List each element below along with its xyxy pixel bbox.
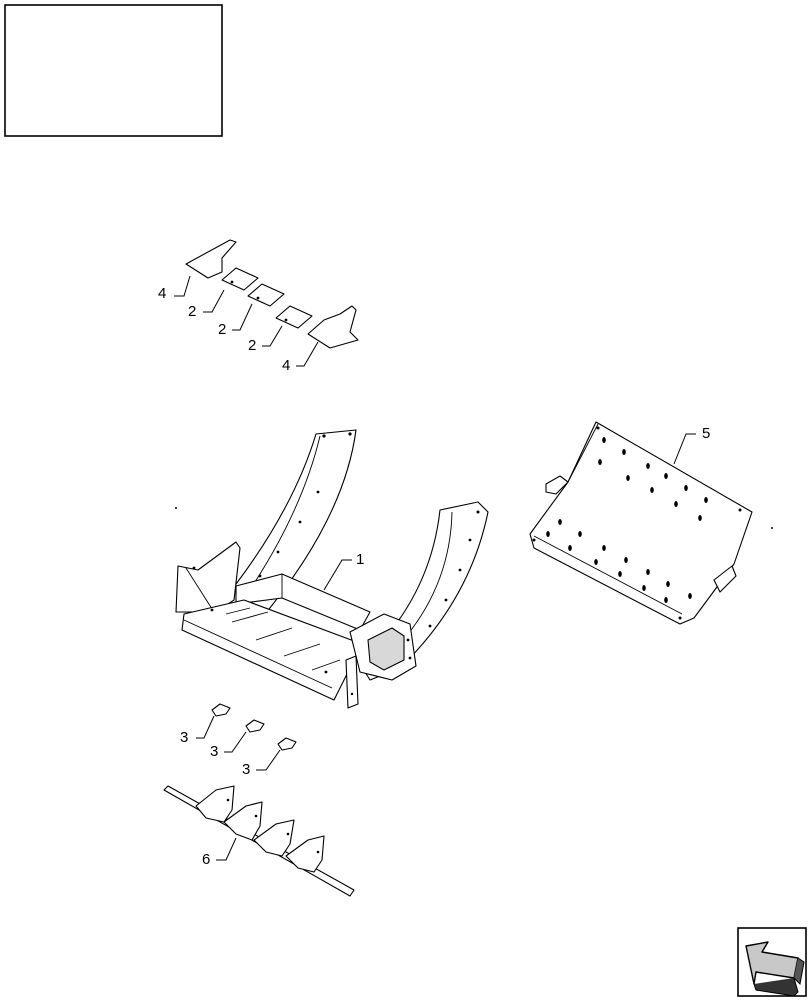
auger-shaft-assembly: [163, 785, 355, 897]
leader-4b: [296, 341, 319, 367]
auger-flight-1: [195, 785, 235, 823]
auger-flight-3: [253, 819, 295, 857]
leader-2b: [232, 303, 253, 331]
cover-plate: [529, 421, 753, 625]
clip-group: [211, 703, 297, 751]
callout-2-third: 2: [248, 337, 256, 354]
shim-plate-2: [247, 283, 285, 307]
end-plate-right: [307, 305, 359, 349]
plate-group-upper: [185, 239, 359, 349]
shim-plate-3: [275, 305, 313, 329]
callout-5: 5: [702, 425, 710, 442]
shim-plate-1: [221, 267, 259, 291]
leader-3a: [196, 715, 215, 739]
callout-4-upper: 4: [158, 285, 166, 302]
callout-3-second: 3: [210, 743, 218, 760]
callout-6: 6: [202, 851, 210, 868]
callout-3-first: 3: [180, 729, 188, 746]
clip-3: [277, 737, 297, 751]
cover-plate-right-tab: [713, 565, 737, 593]
stray-mark-right: [771, 527, 773, 529]
right-vertical-bracket: [345, 655, 359, 709]
clip-1: [211, 703, 231, 717]
left-corner-bracket: [175, 541, 241, 613]
callout-4-lower: 4: [282, 357, 290, 374]
stray-mark-left: [175, 507, 177, 509]
leader-6: [216, 837, 237, 861]
leader-1: [323, 559, 352, 591]
leader-3b: [224, 731, 247, 753]
clip-2: [245, 719, 265, 733]
main-frame-assembly: [175, 429, 489, 709]
cover-plate-left-tab: [545, 475, 569, 495]
leader-3c: [256, 749, 281, 771]
leader-5: [673, 433, 696, 465]
callout-3-third: 3: [242, 761, 250, 778]
callout-1: 1: [356, 551, 364, 568]
right-guard-boss: [367, 627, 405, 671]
callout-2-second: 2: [218, 321, 226, 338]
end-plate-left: [185, 239, 237, 279]
leader-4a: [174, 275, 191, 297]
auger-flight-4: [285, 835, 325, 873]
navigation-arrow-icon[interactable]: [737, 927, 807, 997]
title-block-frame: [4, 4, 223, 137]
auger-flight-2: [223, 801, 263, 841]
cover-plate-body: [529, 421, 753, 625]
leader-2c: [262, 325, 283, 347]
leader-2a: [203, 289, 225, 313]
callout-2-first: 2: [188, 303, 196, 320]
